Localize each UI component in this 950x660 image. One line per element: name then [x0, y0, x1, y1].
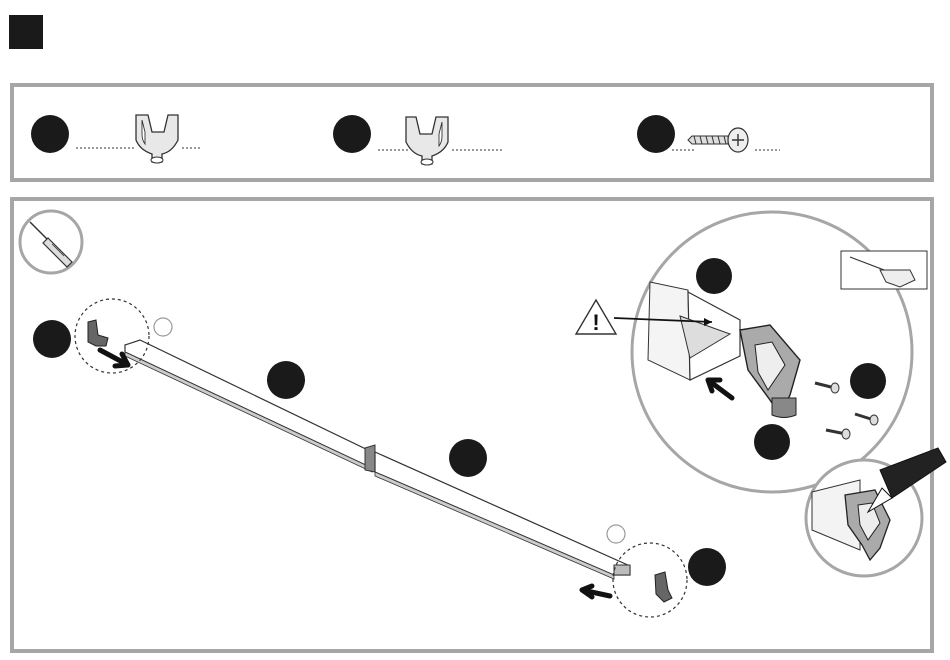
left-bracket-callout [33, 320, 71, 358]
detail-callout-right [850, 363, 886, 399]
end-bracket-left-icon [136, 115, 178, 163]
rail-assembly [125, 340, 630, 579]
detail-callout-bottom [754, 424, 790, 460]
part-item-2 [333, 115, 502, 165]
part-callout-1 [31, 115, 69, 153]
screw-icon [688, 128, 748, 152]
part-item-1 [31, 115, 200, 163]
rail-callout-1 [267, 361, 305, 399]
detail-callout-top [696, 258, 732, 294]
part-item-3 [637, 115, 780, 153]
right-bracket-callout [688, 548, 726, 586]
part-callout-2 [333, 115, 371, 153]
part-callout-3 [637, 115, 675, 153]
hand-screwdriver-inset [841, 251, 927, 289]
end-bracket-right-icon [406, 117, 448, 165]
svg-text:!: ! [592, 310, 599, 335]
screwdriver-icon [20, 211, 82, 273]
rail-callout-2 [449, 439, 487, 477]
